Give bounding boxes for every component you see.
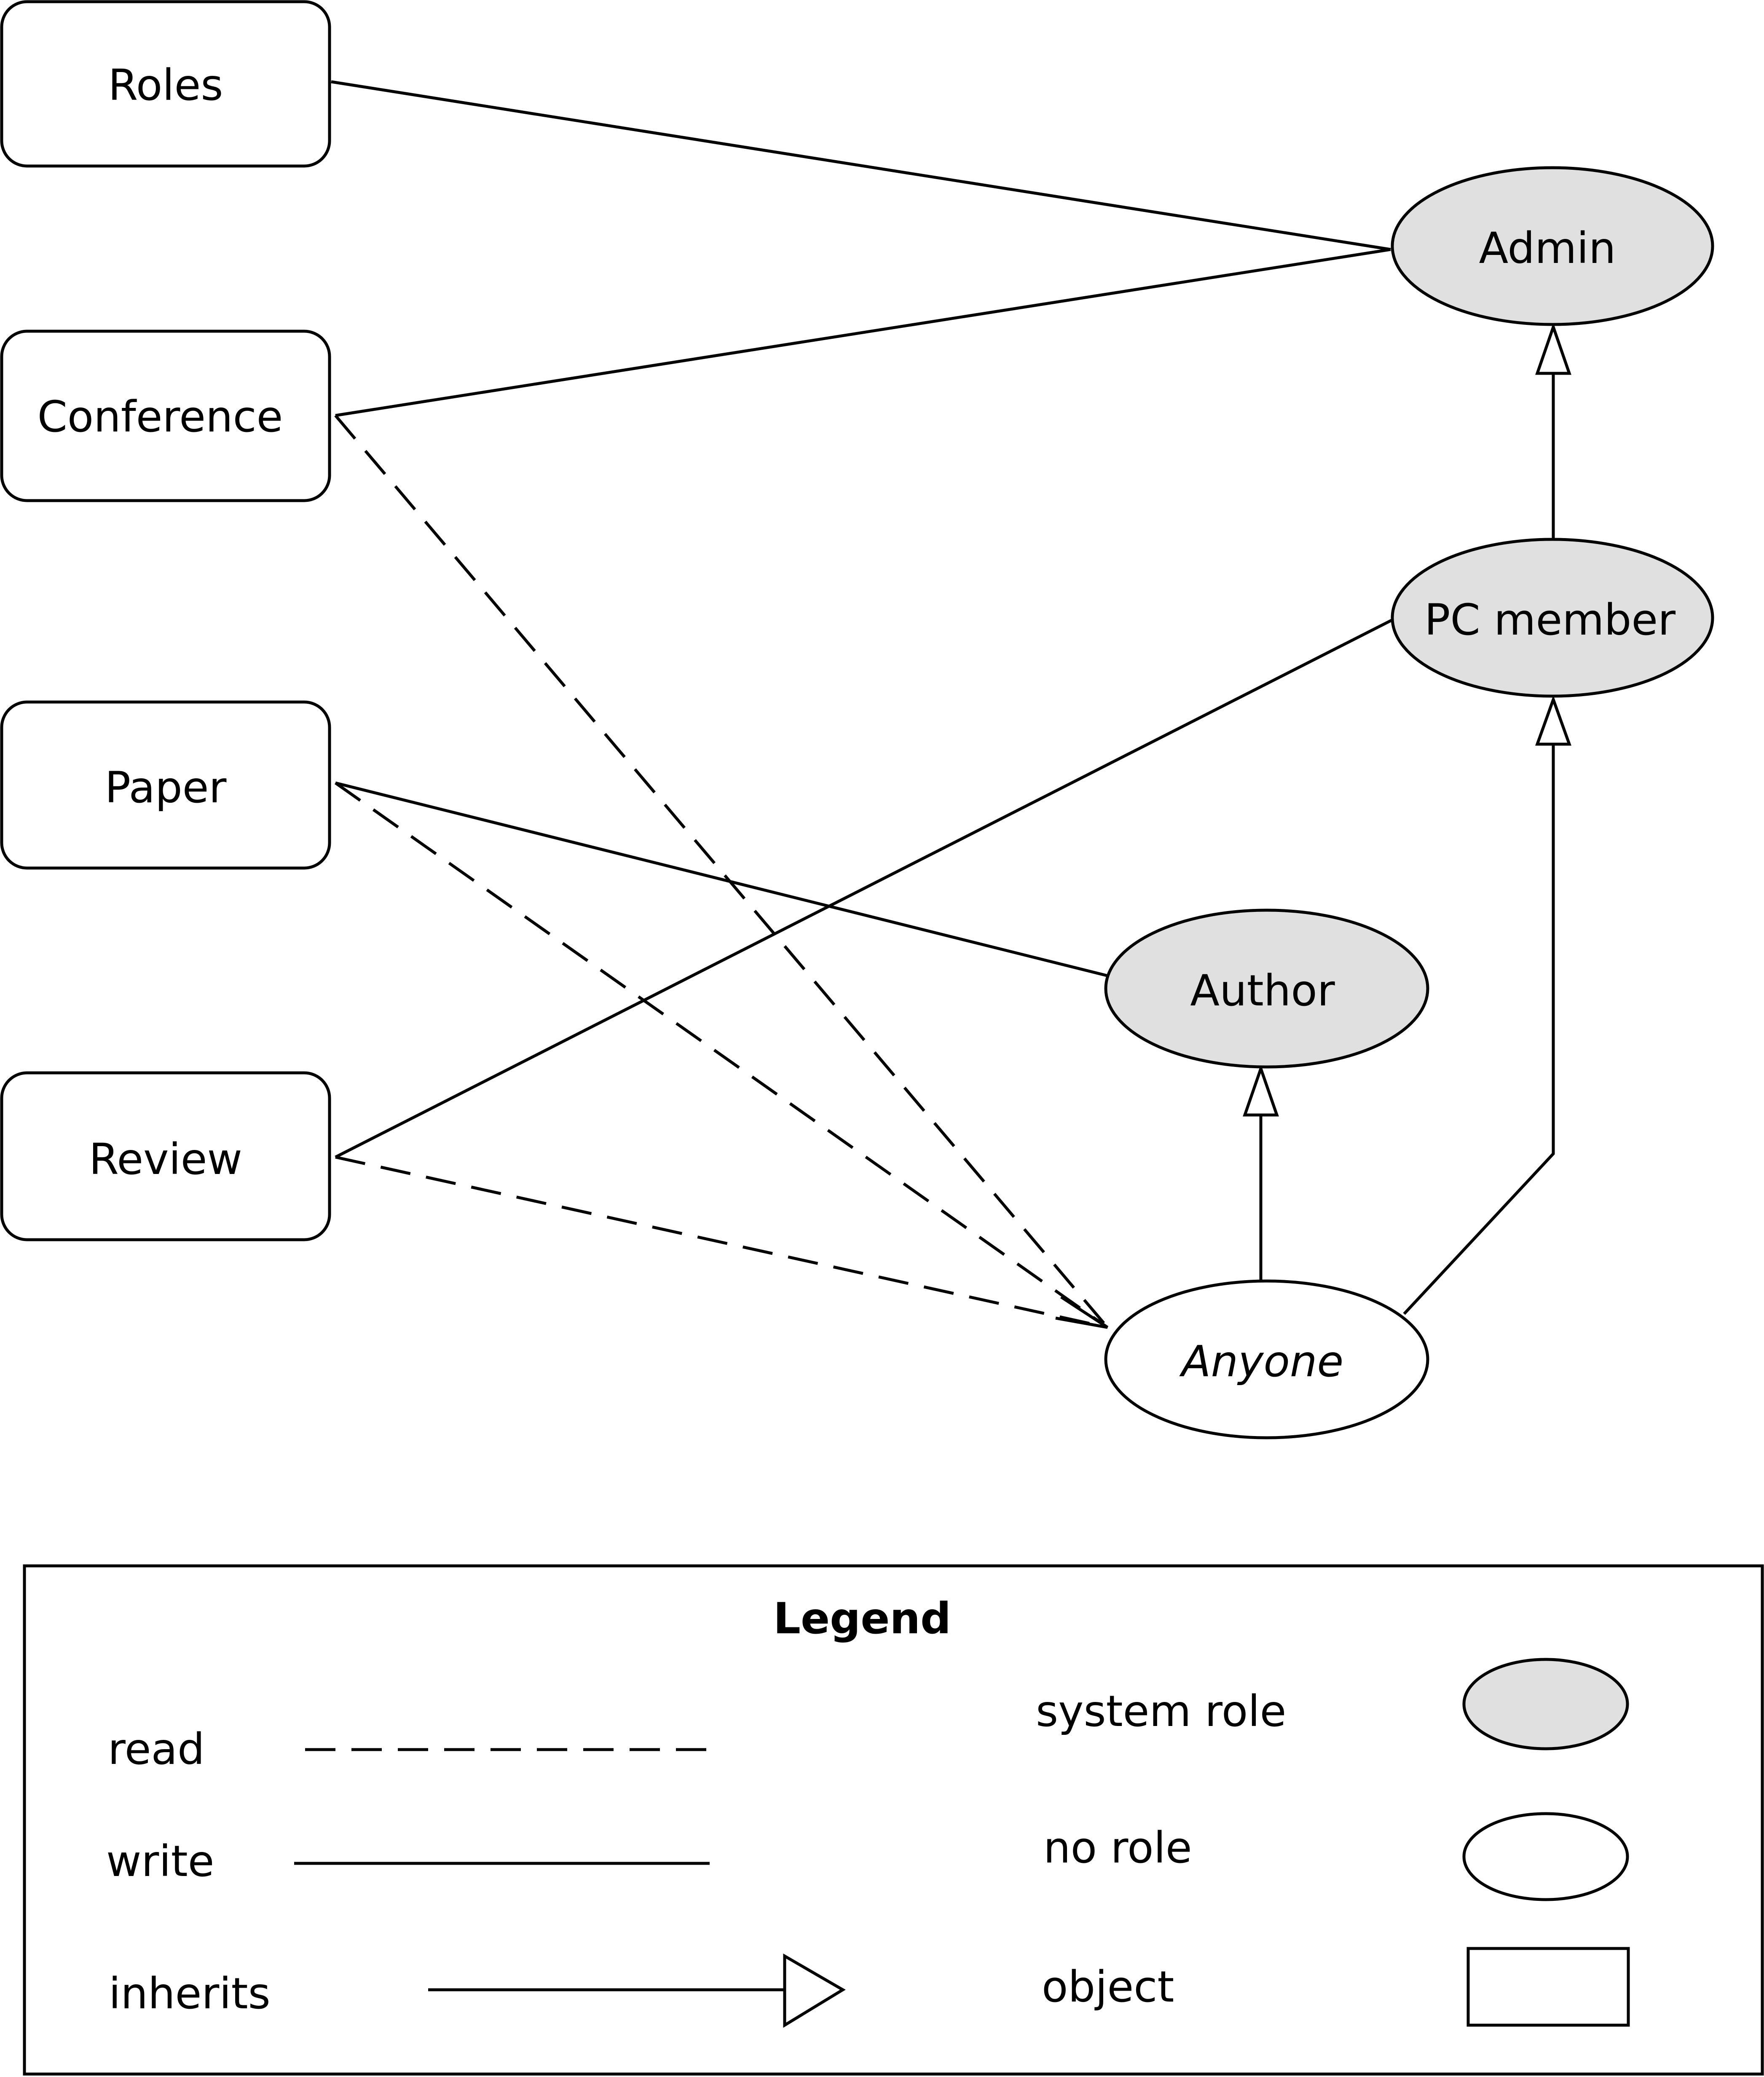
legend-read-label: read xyxy=(108,1724,205,1774)
object-conference: Conference xyxy=(0,330,331,502)
object-roles: Roles xyxy=(0,0,331,168)
legend-title: Legend xyxy=(773,1594,951,1644)
legend-object-label: object xyxy=(1042,1962,1174,2012)
write-roles-admin xyxy=(331,80,1391,251)
object-conference-label: Conference xyxy=(38,392,283,442)
legend-system-role-swatch xyxy=(1462,1658,1629,1750)
legend-system-role-label: system role xyxy=(1036,1686,1286,1737)
legend-object-swatch xyxy=(1466,1947,1630,2027)
inherits-arrowhead-pcmember xyxy=(1535,695,1571,746)
inherits-arrowhead-admin xyxy=(1535,322,1571,375)
role-pc-member: PC member xyxy=(1391,538,1714,698)
read-lines xyxy=(334,414,1109,1329)
read-paper-anyone xyxy=(334,782,1109,1329)
object-nodes: Roles Conference Paper Review xyxy=(0,0,331,1241)
object-paper-label: Paper xyxy=(105,763,227,813)
object-roles-label: Roles xyxy=(108,60,223,110)
object-review-label: Review xyxy=(89,1134,242,1185)
legend-inherits-label: inherits xyxy=(109,1969,271,2019)
object-paper: Paper xyxy=(0,700,331,870)
read-conference-anyone xyxy=(334,414,1109,1329)
role-admin-label: Admin xyxy=(1479,223,1616,273)
read-review-anyone xyxy=(335,1155,1108,1329)
role-author: Author xyxy=(1104,909,1429,1069)
object-review: Review xyxy=(0,1071,331,1241)
role-anyone: Anyone xyxy=(1104,1279,1429,1439)
role-nodes: Admin PC member Author Anyone xyxy=(1104,166,1714,1439)
write-conference-admin xyxy=(335,248,1391,417)
connectors xyxy=(331,80,1555,1329)
legend-write-label: write xyxy=(106,1836,214,1887)
legend-inherits-arrowhead xyxy=(783,1953,846,2028)
role-admin: Admin xyxy=(1391,166,1714,326)
inherits-anyone-pcmember-line xyxy=(1403,744,1555,1315)
write-paper-author xyxy=(335,781,1107,977)
role-author-label: Author xyxy=(1190,966,1335,1016)
role-pc-member-label: PC member xyxy=(1424,595,1676,645)
inherits-arrowheads xyxy=(1243,322,1571,1117)
write-review-pcmember xyxy=(335,618,1394,1159)
legend-no-role-label: no role xyxy=(1043,1823,1192,1873)
legend-no-role-swatch xyxy=(1462,1812,1629,1901)
read-arrowhead xyxy=(1055,1296,1108,1329)
legend: Legend read write inherits system role n… xyxy=(23,1564,1764,2076)
role-anyone-label: Anyone xyxy=(1179,1337,1344,1387)
inherits-arrowhead-author xyxy=(1243,1064,1279,1117)
